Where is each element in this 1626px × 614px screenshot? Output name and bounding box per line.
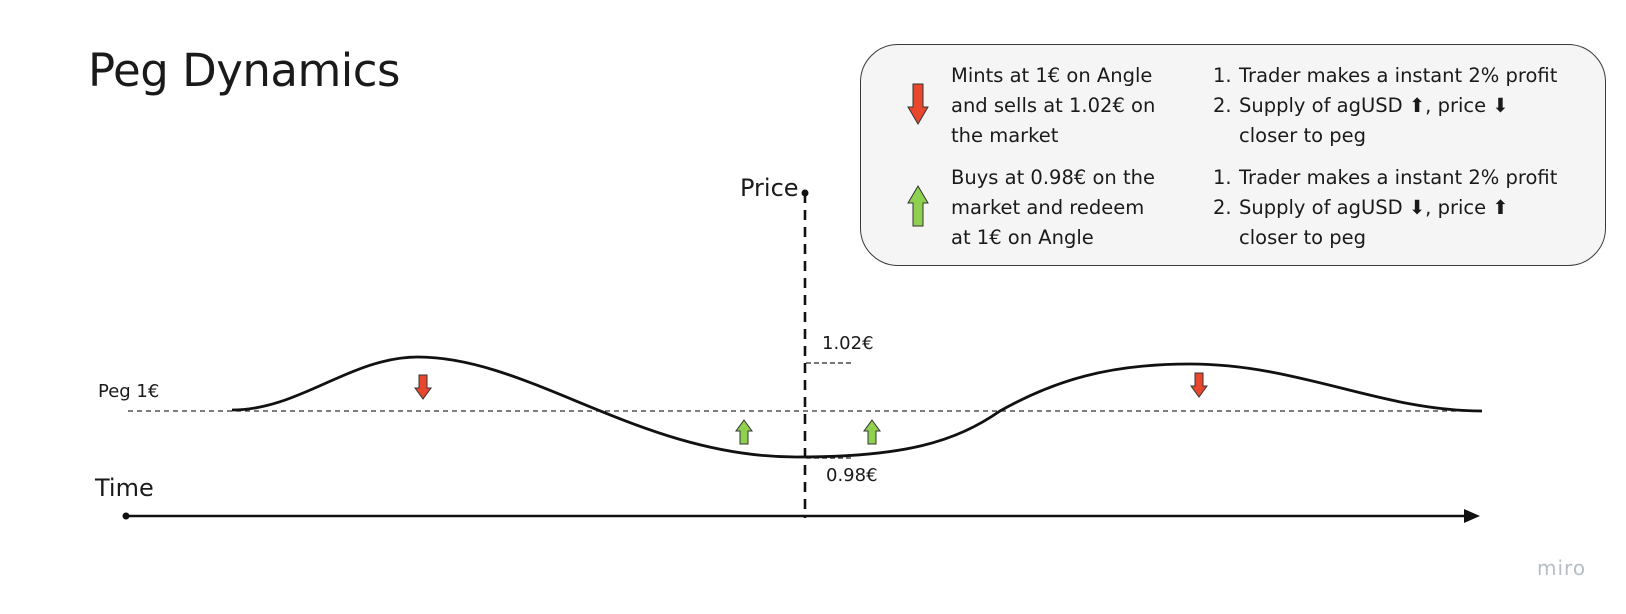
time-axis-origin [122, 512, 130, 520]
legend-steps: 1.Trader makes a instant 2% profit 2.Sup… [1213, 61, 1593, 151]
legend-panel: Mints at 1€ on Angle and sells at 1.02€ … [860, 44, 1606, 266]
up-arrow-icon [735, 419, 753, 445]
down-arrow-icon [414, 374, 432, 400]
legend-step: 2.Supply of agUSD ⬇, price ⬆ [1213, 196, 1509, 219]
down-arrow-icon [1190, 372, 1208, 398]
legend-description-line: Buys at 0.98€ on the [951, 166, 1155, 189]
time-axis-label: Time [95, 474, 154, 502]
legend-description-line: Mints at 1€ on Angle [951, 64, 1153, 87]
page-title: Peg Dynamics [88, 44, 401, 97]
legend-description-line: market and redeem [951, 196, 1145, 219]
upper-price-label: 1.02€ [822, 333, 874, 354]
legend-steps: 1.Trader makes a instant 2% profit 2.Sup… [1213, 163, 1593, 253]
legend-step: 2.Supply of agUSD ⬆, price ⬇ [1213, 94, 1509, 117]
down-arrow-icon [907, 83, 929, 125]
legend-description-line: at 1€ on Angle [951, 226, 1094, 249]
up-arrow-icon [863, 419, 881, 445]
price-axis-label: Price [740, 174, 799, 202]
up-arrow-icon [907, 185, 929, 227]
legend-description-line: and sells at 1.02€ on [951, 94, 1156, 117]
legend-step-continued: closer to peg [1239, 226, 1366, 249]
legend-description: Buys at 0.98€ on the market and redeem a… [951, 163, 1161, 253]
legend-step: 1.Trader makes a instant 2% profit [1213, 166, 1558, 189]
price-axis-tip [801, 189, 809, 197]
time-axis-arrowhead [1464, 509, 1480, 523]
legend-description: Mints at 1€ on Angle and sells at 1.02€ … [951, 61, 1161, 151]
legend-description-line: the market [951, 124, 1059, 147]
price-curve [231, 355, 1483, 459]
peg-label: Peg 1€ [98, 381, 160, 402]
legend-row-redeem: Buys at 0.98€ on the market and redeem a… [861, 163, 1605, 259]
lower-price-label: 0.98€ [826, 465, 878, 486]
miro-logo: miro [1537, 556, 1587, 580]
legend-step-continued: closer to peg [1239, 124, 1366, 147]
legend-step: 1.Trader makes a instant 2% profit [1213, 64, 1558, 87]
legend-row-mint: Mints at 1€ on Angle and sells at 1.02€ … [861, 61, 1605, 157]
